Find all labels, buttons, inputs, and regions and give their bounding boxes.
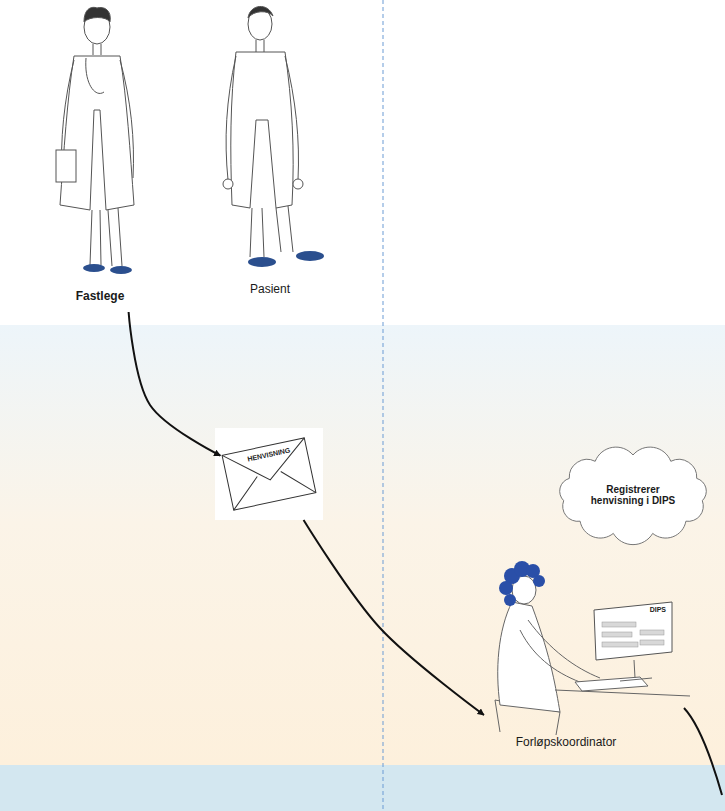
envelope-flap bbox=[222, 438, 311, 489]
clipboard bbox=[56, 150, 76, 182]
neck bbox=[93, 44, 101, 55]
person-node: Fastlege bbox=[35, 0, 165, 312]
doctor-figure bbox=[56, 7, 134, 274]
screen-field bbox=[640, 630, 664, 635]
node-label: DIPS bbox=[650, 606, 666, 613]
stethoscope bbox=[86, 58, 104, 93]
screen-field bbox=[602, 622, 636, 627]
hand bbox=[223, 179, 233, 189]
hair bbox=[499, 561, 545, 606]
shoe bbox=[83, 264, 105, 272]
arm bbox=[520, 630, 585, 684]
node-label: Pasient bbox=[250, 282, 290, 296]
legs bbox=[250, 206, 293, 257]
node-label: Fastlege bbox=[76, 289, 125, 303]
flow-arrow bbox=[304, 520, 484, 715]
hair-curl bbox=[499, 581, 513, 595]
shoe bbox=[248, 257, 276, 267]
hair bbox=[84, 7, 110, 22]
envelope-drawing bbox=[222, 438, 316, 510]
computer-screen: DIPS bbox=[592, 600, 674, 662]
coat bbox=[60, 56, 134, 210]
flow-arrow bbox=[129, 312, 221, 456]
desk bbox=[555, 690, 690, 696]
envelope-body bbox=[222, 438, 316, 510]
thought-bubble: Registrerer henvisning i DIPS bbox=[553, 445, 713, 545]
legs bbox=[90, 208, 122, 266]
hair bbox=[248, 6, 273, 18]
screen-field bbox=[602, 642, 638, 647]
cloud-outline bbox=[560, 447, 707, 545]
envelope-fold bbox=[228, 465, 316, 510]
monitor-frame bbox=[594, 602, 672, 660]
arm bbox=[528, 620, 600, 678]
hair-curl bbox=[504, 594, 516, 606]
person-node: Pasient bbox=[205, 0, 335, 302]
swimlane-band bbox=[0, 325, 725, 765]
hair-curl bbox=[533, 575, 545, 587]
divider-line bbox=[383, 0, 384, 811]
hand bbox=[293, 179, 303, 189]
envelope-backdrop bbox=[215, 428, 323, 520]
coat bbox=[231, 52, 293, 208]
body bbox=[498, 602, 560, 712]
flow-arrow bbox=[684, 708, 722, 795]
coordinator-figure bbox=[495, 561, 690, 735]
shoe bbox=[110, 266, 132, 274]
neck bbox=[256, 40, 264, 52]
screen-field bbox=[602, 632, 632, 637]
screen-field bbox=[640, 640, 664, 645]
node-label: Registrerer henvisning i DIPS bbox=[581, 484, 685, 506]
patient-figure bbox=[223, 6, 324, 267]
swimlane-band bbox=[0, 765, 725, 811]
person-node: Forløpskoordinator DIPS bbox=[460, 555, 672, 755]
referral-envelope-outline bbox=[215, 428, 323, 520]
referral-envelope: HENVISNING bbox=[215, 428, 323, 520]
node-label: Forløpskoordinator bbox=[516, 735, 617, 749]
monitor-stand bbox=[620, 660, 652, 681]
shoe bbox=[296, 251, 324, 261]
arms bbox=[226, 56, 298, 180]
